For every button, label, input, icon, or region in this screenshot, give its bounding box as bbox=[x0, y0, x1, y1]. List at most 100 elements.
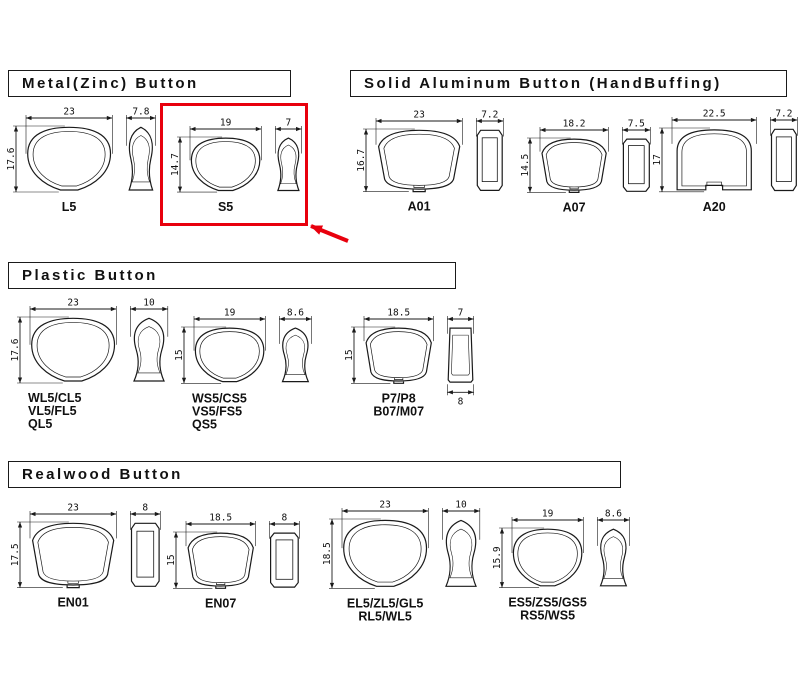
dimension-label: 7.2 bbox=[775, 109, 792, 120]
inner-contour bbox=[32, 131, 106, 187]
outline bbox=[681, 133, 747, 187]
model-label: WL5/CL5 bbox=[28, 391, 82, 405]
dimension-label: 8 bbox=[282, 512, 288, 523]
outline bbox=[37, 527, 109, 585]
section-header-solid-aluminum: Solid Aluminum Button (HandBuffing) bbox=[350, 70, 787, 97]
inner-contour bbox=[681, 133, 747, 187]
dimension-label: 15.9 bbox=[492, 546, 503, 569]
front-view-outline bbox=[541, 138, 607, 193]
model-label: VS5/FS5 bbox=[192, 404, 242, 418]
inner-contour bbox=[280, 144, 297, 184]
dimension-label: 18.2 bbox=[563, 118, 586, 129]
side-view-outline bbox=[133, 317, 165, 382]
side-inner-line bbox=[275, 539, 294, 580]
dimension-label: 18.5 bbox=[387, 307, 410, 318]
dimension-label: 8.6 bbox=[605, 509, 622, 520]
model-label: L5 bbox=[62, 200, 77, 214]
dimension-label: 10 bbox=[455, 499, 467, 510]
section-header-plastic: Plastic Button bbox=[8, 262, 456, 289]
outline bbox=[280, 144, 297, 184]
outline bbox=[348, 523, 422, 583]
inner-contour bbox=[191, 536, 250, 585]
model-label: S5 bbox=[218, 200, 233, 214]
dimension-label: 19 bbox=[542, 509, 554, 520]
outline bbox=[383, 134, 455, 189]
dimension-label: 23 bbox=[63, 107, 74, 118]
side-view-outline bbox=[447, 327, 474, 383]
side-inner-line bbox=[481, 137, 498, 183]
highlight-box-s5 bbox=[160, 103, 308, 226]
outline bbox=[131, 135, 150, 183]
inner-contour bbox=[603, 536, 624, 580]
outline bbox=[199, 331, 260, 379]
side-view-outline bbox=[277, 137, 300, 191]
outline bbox=[603, 536, 624, 580]
dimension-label: 7.5 bbox=[628, 118, 645, 129]
dimension-label: 8 bbox=[142, 503, 148, 514]
model-label: RL5/WL5 bbox=[358, 609, 412, 623]
front-view-outline bbox=[343, 519, 428, 587]
model-label: EL5/ZL5/GL5 bbox=[347, 596, 423, 610]
inner-contour bbox=[545, 141, 603, 189]
side-view-outline bbox=[599, 528, 628, 587]
dimension-label: 7 bbox=[458, 307, 464, 318]
dimension-label: 17.6 bbox=[6, 147, 17, 170]
front-view-outline bbox=[676, 129, 752, 191]
model-label: EN01 bbox=[57, 596, 88, 610]
inner-contour bbox=[37, 527, 109, 585]
model-label: VL5/FL5 bbox=[28, 404, 77, 418]
dimension-label: 22.5 bbox=[703, 109, 726, 120]
dimension-label: 7 bbox=[286, 117, 292, 128]
outline bbox=[449, 528, 473, 578]
model-label: RS5/WS5 bbox=[520, 609, 575, 623]
dimension-label: 18.5 bbox=[322, 542, 333, 565]
model-label: WS5/CS5 bbox=[192, 391, 247, 405]
dimension-label: 15 bbox=[344, 349, 355, 360]
model-label: ES5/ZS5/GS5 bbox=[508, 596, 587, 610]
side-inner-line bbox=[136, 531, 155, 578]
front-view-outline bbox=[27, 126, 112, 191]
dimension-label: 18.5 bbox=[209, 512, 232, 523]
outline bbox=[137, 326, 161, 374]
side-view-outline bbox=[476, 130, 503, 192]
model-label: QS5 bbox=[192, 417, 217, 431]
dimension-label: 14.7 bbox=[170, 153, 181, 176]
dimension-label: 23 bbox=[379, 499, 390, 510]
side-view-outline bbox=[270, 532, 299, 588]
dimension-label: 14.5 bbox=[520, 153, 531, 176]
dimension-label: 23 bbox=[67, 503, 78, 514]
dimension-label: 16.7 bbox=[356, 149, 367, 172]
dimension-label: 19 bbox=[224, 307, 236, 318]
dimension-label: 17.5 bbox=[10, 544, 21, 567]
side-view-outline bbox=[130, 523, 160, 588]
inner-contour bbox=[131, 135, 150, 183]
inner-contour bbox=[383, 134, 455, 189]
dimension-label: 7.2 bbox=[481, 110, 498, 121]
front-view-outline bbox=[190, 137, 261, 191]
side-inner-line bbox=[628, 144, 645, 184]
model-label: B07/M07 bbox=[373, 404, 424, 418]
model-label: EN07 bbox=[205, 596, 236, 610]
inner-contour bbox=[285, 334, 306, 375]
side-view-outline bbox=[128, 126, 154, 191]
inner-contour bbox=[195, 141, 256, 188]
model-label: A20 bbox=[703, 200, 726, 214]
outline bbox=[191, 536, 250, 585]
dimension-label: 17 bbox=[652, 154, 663, 165]
section-header-metal-zinc: Metal(Zinc) Button bbox=[8, 70, 291, 97]
inner-contour bbox=[517, 532, 578, 583]
side-view-outline bbox=[622, 138, 650, 192]
outline bbox=[285, 334, 306, 375]
section-header-realwood: Realwood Button bbox=[8, 461, 621, 488]
outline bbox=[36, 322, 110, 378]
outline bbox=[451, 334, 470, 376]
outline bbox=[369, 331, 428, 380]
inner-contour bbox=[451, 334, 470, 376]
